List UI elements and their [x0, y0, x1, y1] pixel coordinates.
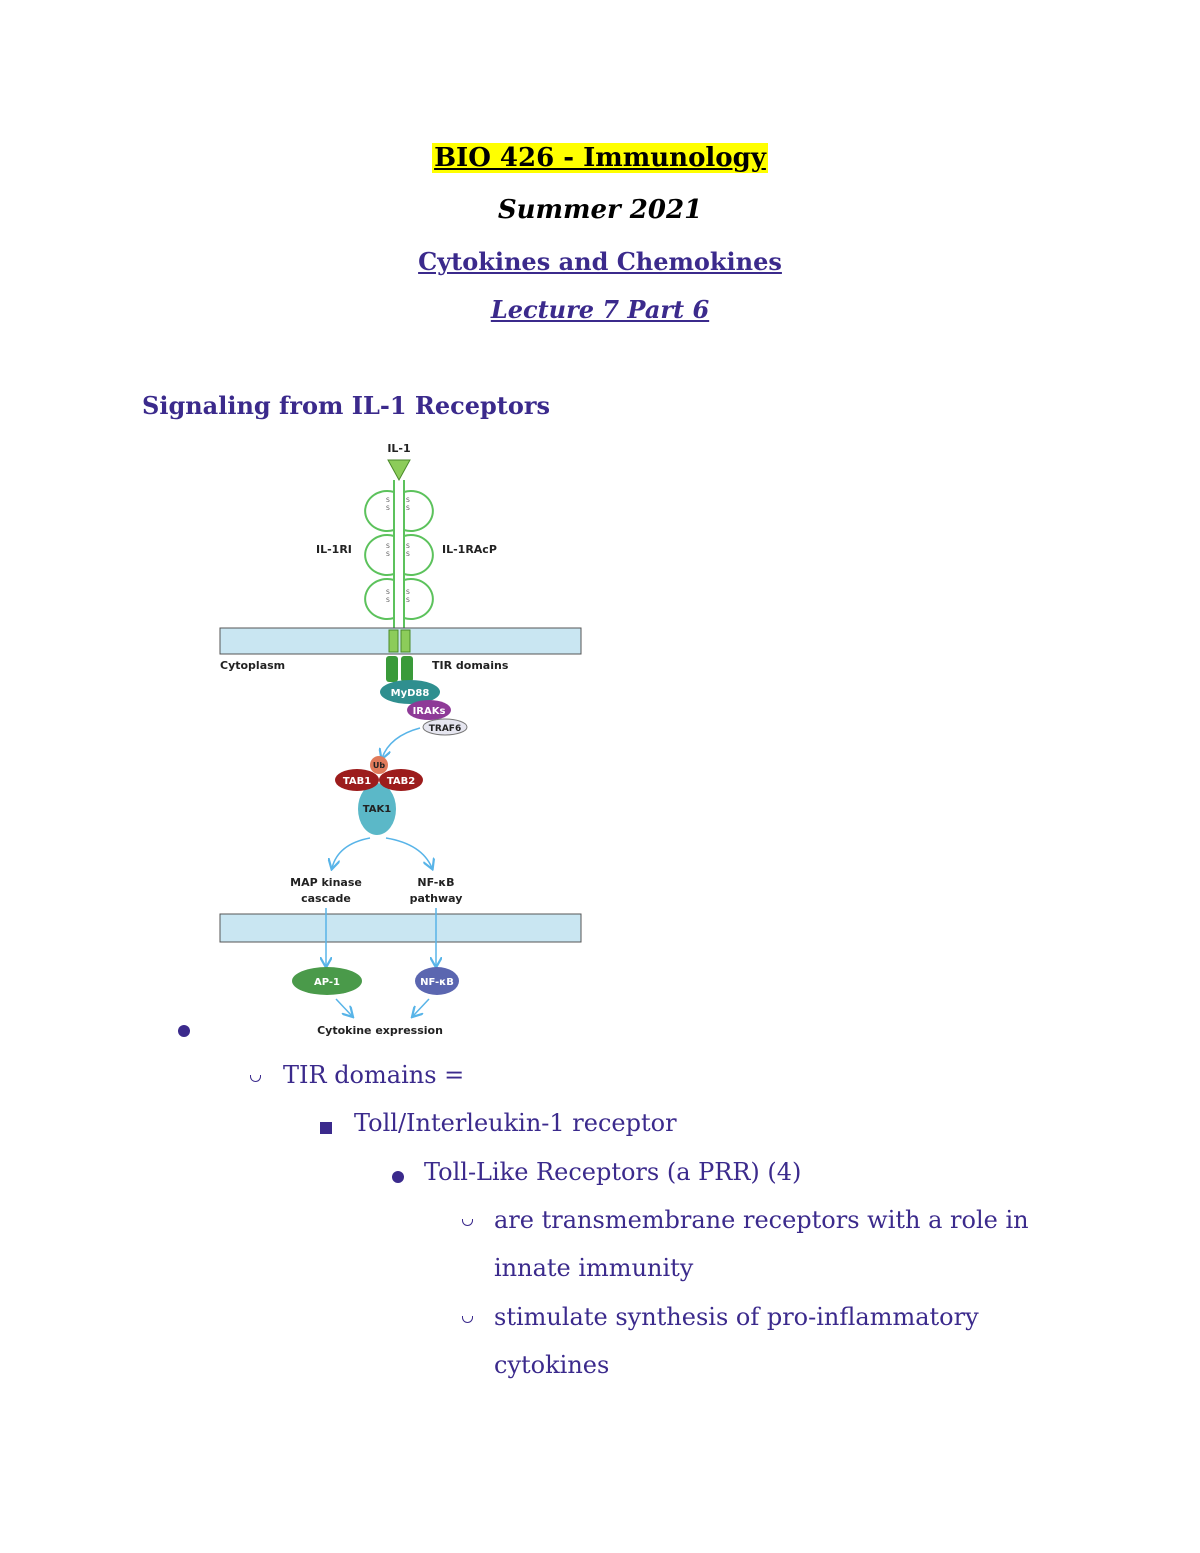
section-heading: Signaling from IL-1 Receptors — [142, 391, 551, 420]
list-item-tir-domains: TIR domains = — [283, 1061, 465, 1089]
list-bullet-l1 — [178, 1025, 190, 1037]
cytokine-expression-label: Cytokine expression — [317, 1024, 443, 1037]
list-item-toll-interleukin: Toll/Interleukin-1 receptor — [354, 1109, 677, 1137]
course-title: BIO 426 - Immunology — [432, 143, 768, 173]
il1ri-domains — [364, 490, 395, 620]
svg-text:S: S — [406, 597, 410, 604]
tir-domains-label: TIR domains — [432, 659, 509, 672]
svg-text:S: S — [386, 597, 390, 604]
list-item-stimulate-line1: stimulate synthesis of pro-inflammatory — [494, 1303, 979, 1331]
il1racp-label: IL-1RAcP — [442, 543, 497, 556]
svg-text:S: S — [386, 551, 390, 558]
svg-text:TRAF6: TRAF6 — [429, 724, 461, 734]
svg-text:S: S — [386, 589, 390, 596]
term: Summer 2021 — [497, 195, 703, 225]
ub — [370, 756, 388, 774]
tab1 — [335, 769, 379, 791]
svg-text:S: S — [406, 505, 410, 512]
svg-text:S: S — [406, 497, 410, 504]
svg-text:cascade: cascade — [301, 892, 351, 905]
svg-text:TAK1: TAK1 — [363, 804, 392, 815]
iraks — [407, 700, 451, 720]
svg-text:MAP kinase: MAP kinase — [290, 876, 362, 889]
list-item-stimulate-line2: cytokines — [494, 1351, 610, 1379]
svg-text:TAB1: TAB1 — [343, 776, 371, 787]
arrow-to-nfkb-pathway — [385, 837, 432, 868]
cytoplasm-label: Cytoplasm — [220, 659, 285, 672]
svg-text:MyD88: MyD88 — [391, 688, 430, 699]
list-item-toll-like-receptors: Toll-Like Receptors (a PRR) (4) — [424, 1158, 802, 1186]
nuclear-membrane — [219, 913, 582, 943]
svg-text:Ub: Ub — [373, 761, 385, 770]
svg-text:NF-κB: NF-κB — [420, 977, 454, 988]
svg-text:S: S — [406, 551, 410, 558]
traf6 — [422, 718, 468, 736]
arrow-traf6-to-tak — [382, 727, 421, 758]
svg-text:AP-1: AP-1 — [314, 977, 340, 988]
svg-text:pathway: pathway — [410, 892, 463, 905]
il1-label: IL-1 — [387, 442, 410, 455]
list-bullet-l3 — [320, 1122, 332, 1134]
arrow-to-map-kinase — [332, 837, 371, 868]
list-bullet-l2 — [250, 1075, 261, 1082]
svg-text:S: S — [386, 543, 390, 550]
tir-domain-right — [401, 656, 413, 682]
list-bullet-l5a — [462, 1219, 473, 1226]
tab2 — [379, 769, 423, 791]
list-item-transmembrane-line1: are transmembrane receptors with a role … — [494, 1206, 1029, 1234]
list-bullet-l5b — [462, 1316, 473, 1323]
svg-text:NF-κB: NF-κB — [417, 876, 454, 889]
svg-text:S: S — [386, 497, 390, 504]
tir-domain-left — [386, 656, 398, 682]
nfkb — [415, 967, 459, 995]
svg-text:IRAKs: IRAKs — [413, 706, 446, 717]
tak1 — [358, 783, 396, 835]
svg-text:TAB2: TAB2 — [387, 776, 415, 787]
il1-ligand — [387, 459, 411, 482]
ap1 — [292, 967, 362, 995]
myd88 — [380, 680, 440, 704]
svg-text:S: S — [406, 589, 410, 596]
list-bullet-l4 — [392, 1171, 404, 1183]
svg-text:S: S — [406, 543, 410, 550]
svg-text:S: S — [386, 505, 390, 512]
list-item-transmembrane-line2: innate immunity — [494, 1254, 694, 1282]
il1ri-label: IL-1RI — [316, 543, 352, 556]
topic-title: Cytokines and Chemokines — [418, 247, 782, 276]
il1racp-domains — [403, 490, 434, 620]
lecture-title: Lecture 7 Part 6 — [490, 295, 710, 324]
